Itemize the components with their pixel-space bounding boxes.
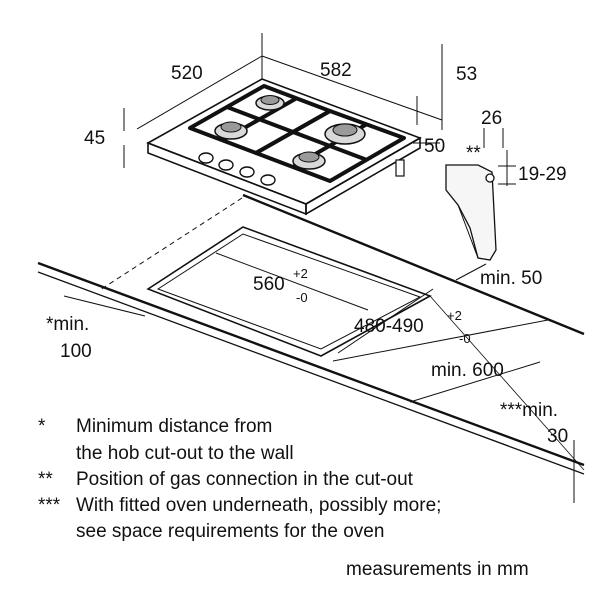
- dim-worktop-min: min. 600: [431, 360, 504, 381]
- note-1-line-1: Minimum distance from: [76, 416, 272, 437]
- note-1-marker: *: [38, 416, 46, 437]
- gas-inlet-icon: [485, 173, 495, 183]
- burner-rear-left: [255, 95, 285, 111]
- footnotes: * Minimum distance from the hob cut-out …: [38, 416, 441, 542]
- dim-gas-y: 19-29: [518, 164, 567, 185]
- dim-cutout-width-tol-minus: -0: [296, 290, 308, 305]
- worktop-drawing: [37, 193, 585, 475]
- hob-side-face: [305, 136, 421, 216]
- dim-cutout-width-tol-plus: +2: [293, 266, 308, 281]
- burner-front-left: [214, 121, 248, 140]
- burners: [214, 95, 366, 170]
- control-knobs: [198, 152, 276, 186]
- gas-connection-detail: [445, 128, 516, 261]
- dim-front-min: min. 50: [480, 268, 542, 289]
- dim-oven-min-value: 30: [547, 426, 568, 447]
- gas-connector: [395, 159, 405, 177]
- note-3-line-1: With fitted oven underneath, possibly mo…: [76, 495, 441, 516]
- dim-oven-min-label: ***min.: [500, 400, 558, 421]
- note-3-line-2: see space requirements for the oven: [76, 521, 384, 542]
- units-note: measurements in mm: [346, 559, 529, 580]
- note-3-marker: ***: [38, 495, 61, 516]
- dim-rear-offset: 53: [456, 64, 477, 85]
- note-1-line-2: the hob cut-out to the wall: [76, 443, 294, 464]
- note-2-line-1: Position of gas connection in the cut-ou…: [76, 469, 414, 490]
- worktop-dimension-lines: [63, 252, 575, 503]
- dim-cutout-depth: 480-490: [354, 316, 424, 337]
- hob-dimension-lines: [123, 33, 443, 168]
- gas-marker: **: [466, 143, 481, 164]
- dim-width: 582: [320, 60, 352, 81]
- burner-front-right: [292, 151, 326, 170]
- burner-rear-right: [324, 123, 366, 145]
- dim-cutout-depth-tol-minus: -0: [459, 331, 471, 346]
- hob-drawing: [146, 78, 422, 216]
- dim-cutout-depth-tol-plus: +2: [447, 308, 462, 323]
- dim-cutout-width: 560: [253, 274, 285, 295]
- hob-front-face: [147, 141, 307, 216]
- dim-height: 45: [84, 128, 105, 149]
- note-2-marker: **: [38, 469, 53, 490]
- dim-wall-min-label: *min.: [46, 314, 89, 335]
- dim-wall-min-value: 100: [60, 341, 92, 362]
- dim-side-offset: 50: [424, 136, 445, 157]
- dim-depth: 520: [171, 63, 203, 84]
- dim-gas-x: 26: [481, 108, 502, 129]
- cutout-inner-edge: [156, 233, 422, 350]
